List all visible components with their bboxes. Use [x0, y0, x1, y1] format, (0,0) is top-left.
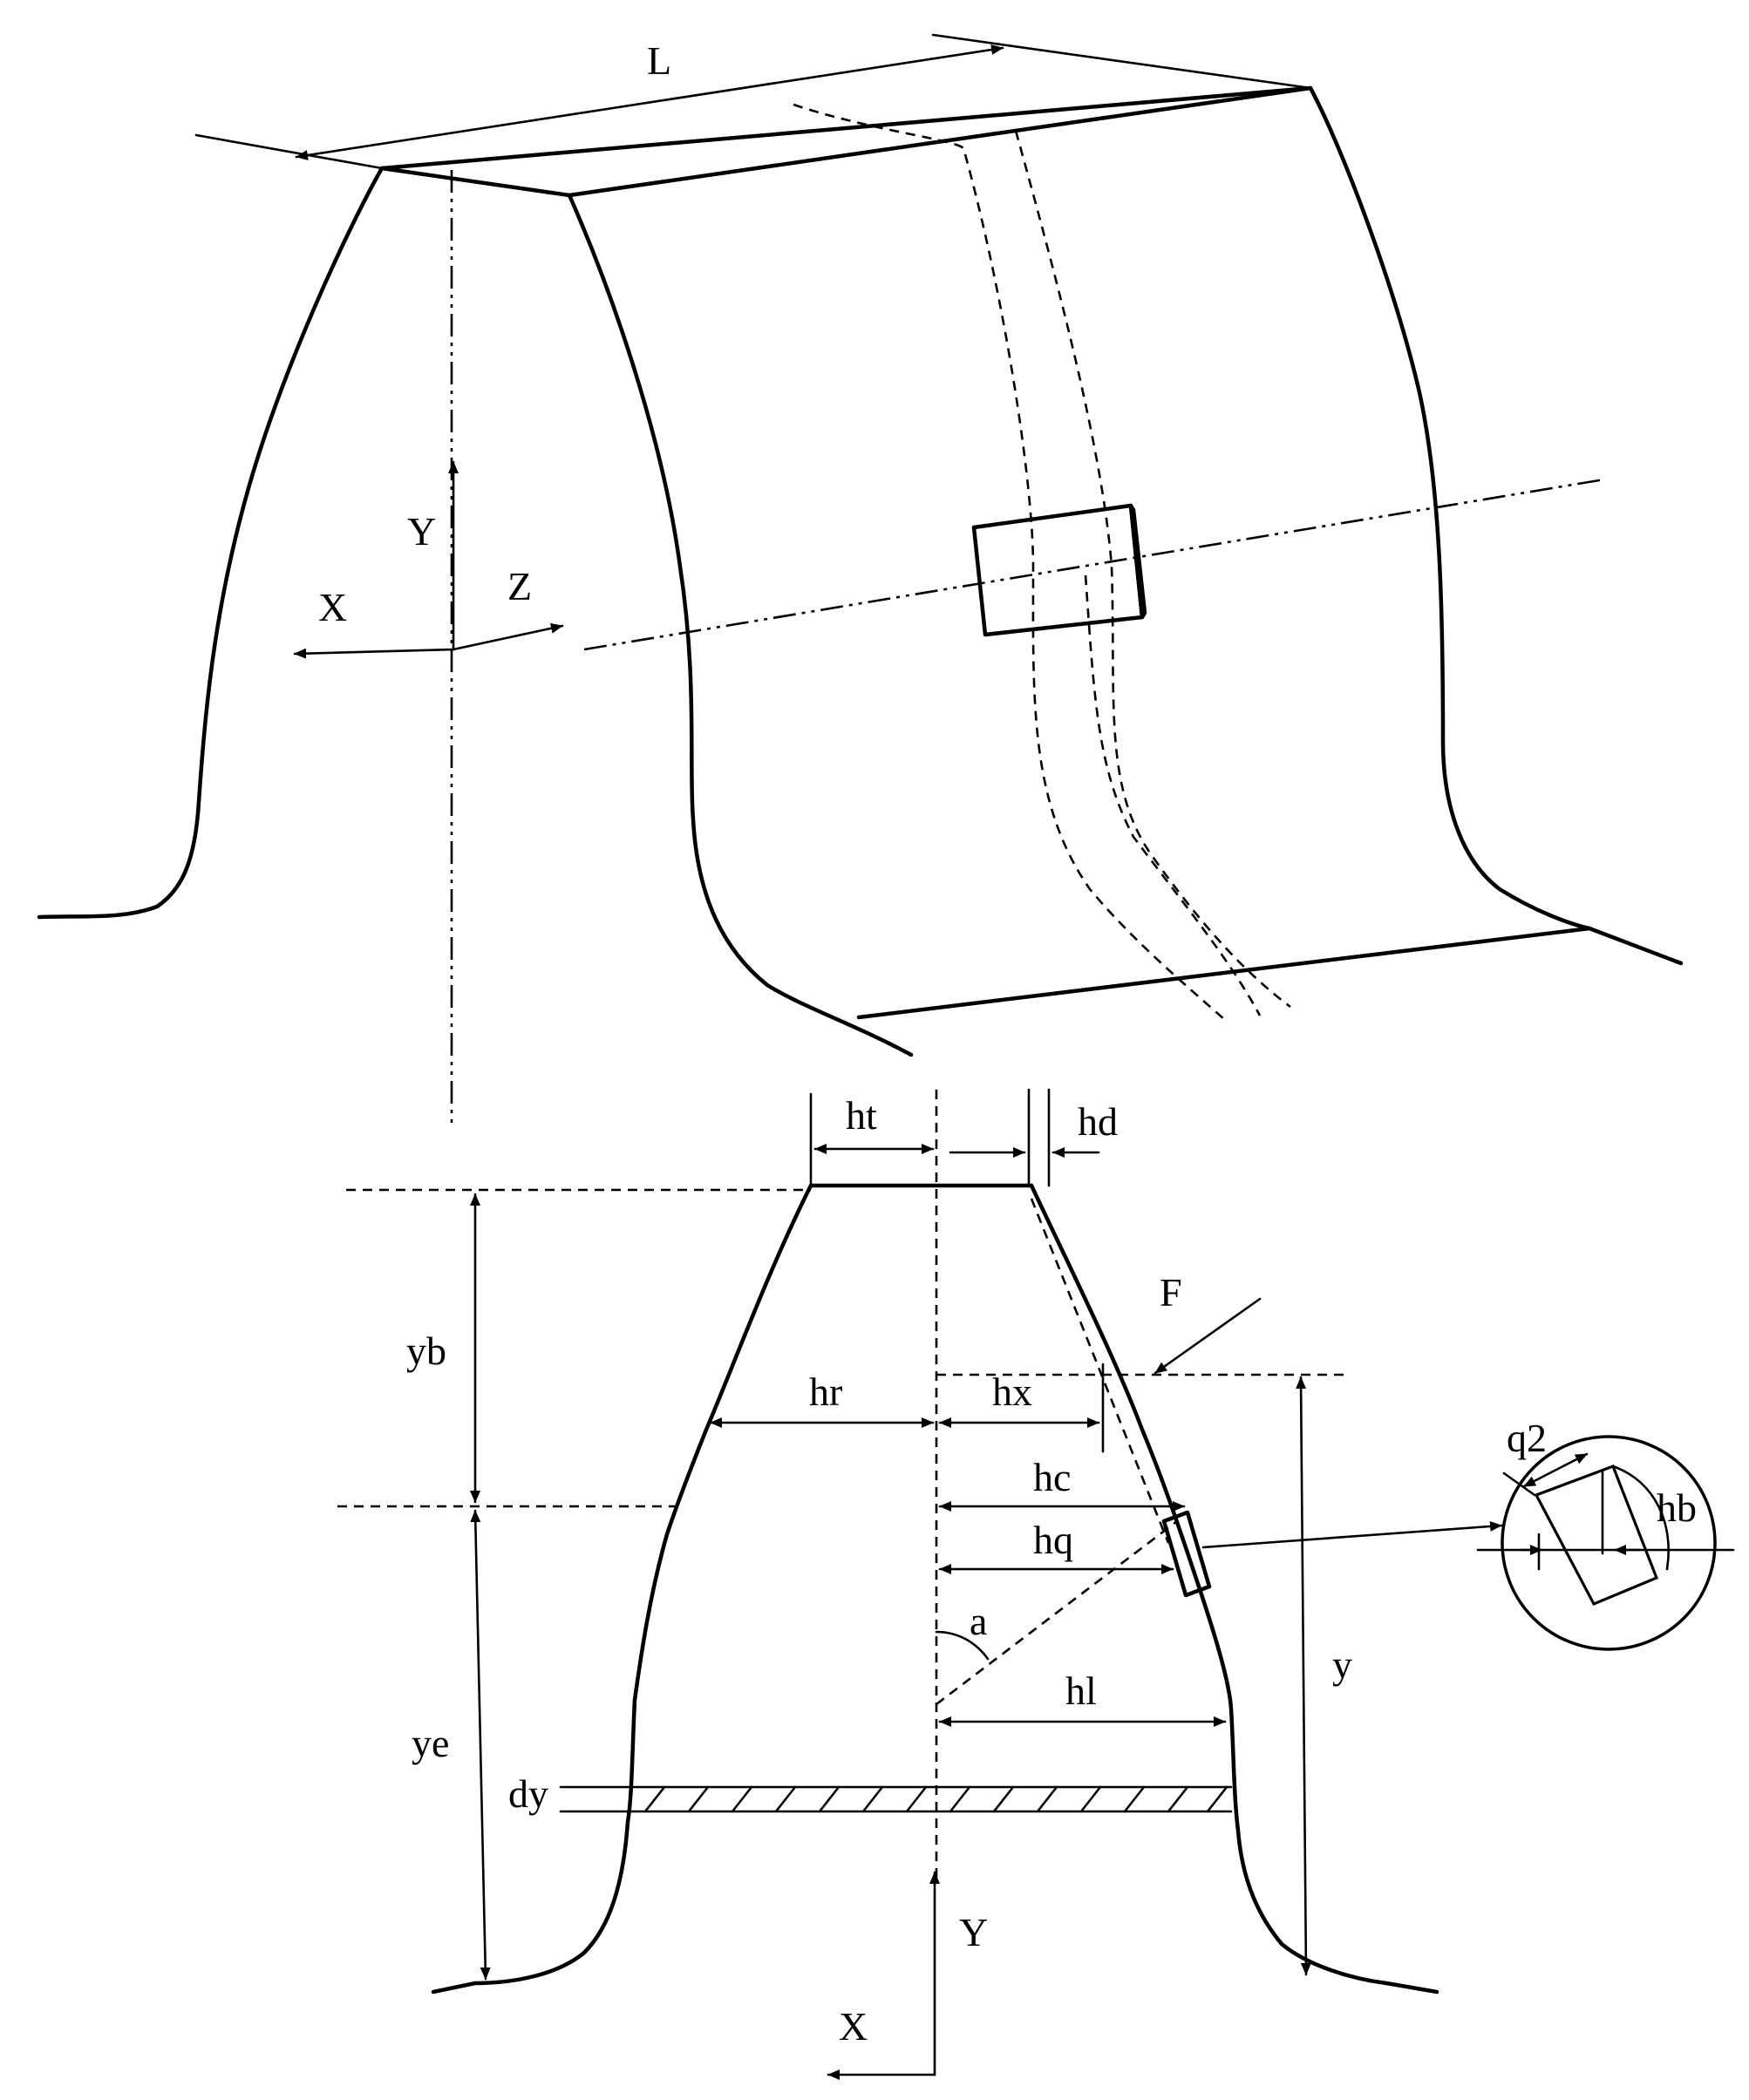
dimension-L-extension-right	[931, 33, 1312, 90]
section-dashed-curve-2	[1014, 130, 1291, 1009]
label-X-bottom: X	[839, 2004, 868, 2049]
label-q2: q2	[1507, 1416, 1547, 1460]
label-dy: dy	[508, 1771, 548, 1816]
axis-X-top	[293, 648, 455, 659]
label-F: F	[1160, 1270, 1182, 1315]
detail-arc	[1611, 1465, 1670, 1571]
label-Y-top: Y	[407, 509, 436, 554]
tooth-left-profile	[431, 1183, 813, 1995]
label-L: L	[647, 38, 671, 83]
label-Y-bottom: Y	[959, 1910, 988, 1954]
tooth-3d-view: L Y X Z	[37, 33, 1684, 1125]
detail-q2-arrow	[1522, 1452, 1589, 1488]
surface-element-box-side	[1128, 503, 1147, 620]
left-tooth-profile	[37, 166, 385, 920]
angle-arc	[935, 1630, 990, 1661]
label-hx: hx	[992, 1369, 1032, 1414]
bottom-edge	[856, 926, 1592, 1020]
label-a: a	[970, 1599, 987, 1643]
label-hb: hb	[1657, 1485, 1697, 1530]
dimension-L-extension-left	[194, 133, 384, 170]
label-hl: hl	[1065, 1668, 1097, 1713]
section-dashed-curve-3	[1084, 574, 1262, 1016]
detail-element-box	[1534, 1464, 1659, 1607]
offset-flank-dashed	[1030, 1198, 1170, 1544]
detail-circle	[1501, 1435, 1717, 1651]
right-tooth-profile	[1308, 85, 1684, 966]
strip-hatching	[643, 1785, 1228, 1813]
front-tooth-profile	[567, 193, 914, 1057]
label-yb: yb	[406, 1329, 446, 1373]
section-dashed-curve-1	[793, 103, 1226, 1021]
label-ht: ht	[846, 1093, 877, 1138]
flank-element-box	[1161, 1510, 1212, 1598]
tooth-2d-profile: a dy ht hd	[337, 1088, 1503, 2080]
force-F-arrow	[1154, 1297, 1262, 1375]
label-Z-top: Z	[507, 564, 532, 608]
dimension-ye	[470, 1509, 491, 1981]
label-hq: hq	[1033, 1518, 1073, 1562]
detail-view: q2 hb	[1476, 1416, 1735, 1651]
axis-Z-top	[452, 622, 564, 651]
label-X-top: X	[318, 585, 347, 629]
label-ye: ye	[412, 1721, 449, 1765]
dimension-y	[1296, 1376, 1311, 1976]
label-hc: hc	[1033, 1455, 1071, 1499]
tooth-right-profile	[1029, 1183, 1439, 1995]
top-face-left-edge	[379, 166, 572, 198]
label-hr: hr	[809, 1369, 842, 1414]
label-hd: hd	[1078, 1099, 1118, 1144]
detail-leader-arrow	[1201, 1520, 1503, 1549]
dimension-L-arrow	[295, 44, 1004, 160]
label-y: y	[1332, 1642, 1352, 1687]
angle-dashed-line	[936, 1519, 1178, 1706]
detail-q2-tick	[1502, 1471, 1536, 1497]
